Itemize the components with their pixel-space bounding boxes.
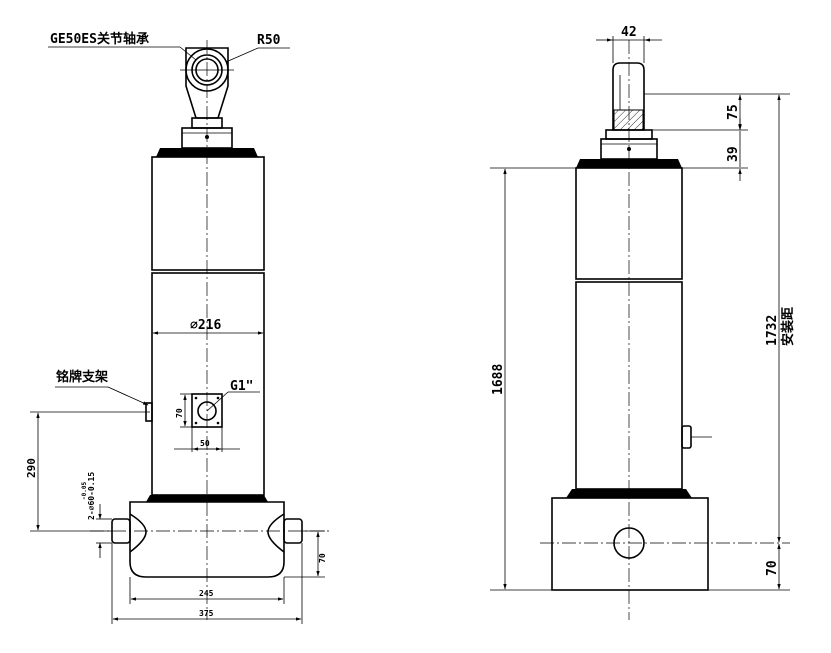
diameter-label: ⌀216: [190, 318, 221, 333]
right-collar: [576, 129, 682, 168]
port-height-dim: 70: [175, 408, 184, 418]
bearing-callout: GE50ES关节轴承 R50: [48, 31, 290, 63]
right-base-height-dim: 70: [765, 560, 780, 576]
left-view: ⌀216 铭牌支架 G1" 70: [25, 31, 330, 624]
install-dist-label: 安装距: [780, 307, 796, 346]
pin-tolerance-upper: -0.05: [81, 482, 88, 500]
collar: [156, 127, 258, 157]
rod-eye: [180, 47, 234, 129]
collar-height-dim: 39: [726, 146, 741, 162]
total-height-dimension: 1688: [490, 167, 576, 591]
nameplate-bracket: 铭牌支架: [55, 369, 153, 422]
head-height-dimensions: 75 39: [644, 93, 790, 181]
bearing-label: GE50ES关节轴承: [50, 31, 149, 47]
port-label: G1": [230, 379, 253, 394]
pin-diameter-dimension: 2-⌀60-0.15 -0.05: [81, 472, 112, 558]
head-height-dim: 75: [726, 104, 741, 120]
oil-port: G1" 70 50: [174, 379, 260, 452]
pin-height-dimension: 290: [25, 411, 150, 532]
install-distance-dimension: 1732 安装距: [765, 94, 796, 543]
head-width-dim: 42: [621, 25, 637, 40]
rod-head: [612, 62, 645, 131]
radius-label: R50: [257, 33, 281, 48]
total-height-dim: 1688: [491, 364, 506, 395]
install-dist-dim: 1732: [765, 315, 780, 346]
base-height-dimension: 70: [284, 530, 327, 578]
inner-width-dim: 245: [199, 589, 214, 598]
right-upper-barrel: [575, 167, 683, 280]
right-base-height-dimension: 70: [708, 543, 790, 591]
pin-height-dim: 290: [25, 458, 38, 478]
base-block: [90, 501, 330, 578]
right-base-ring: [566, 489, 692, 498]
right-nameplate: [681, 425, 712, 449]
right-base: [540, 497, 790, 591]
head-width-dimension: 42: [596, 25, 662, 63]
pin-diameter-label: 2-⌀60-0.15: [87, 472, 96, 520]
width-dimensions: 245 375: [111, 543, 303, 624]
diameter-dimension: ⌀216: [152, 318, 264, 335]
upper-barrel: [151, 156, 265, 271]
right-view: 42 75 39 1732 安装距 70: [490, 25, 796, 620]
port-width-dim: 50: [200, 439, 210, 448]
base-ring: [146, 495, 268, 502]
nameplate-label: 铭牌支架: [56, 369, 108, 385]
outer-width-dim: 375: [199, 609, 214, 618]
base-height-dim: 70: [318, 553, 327, 563]
